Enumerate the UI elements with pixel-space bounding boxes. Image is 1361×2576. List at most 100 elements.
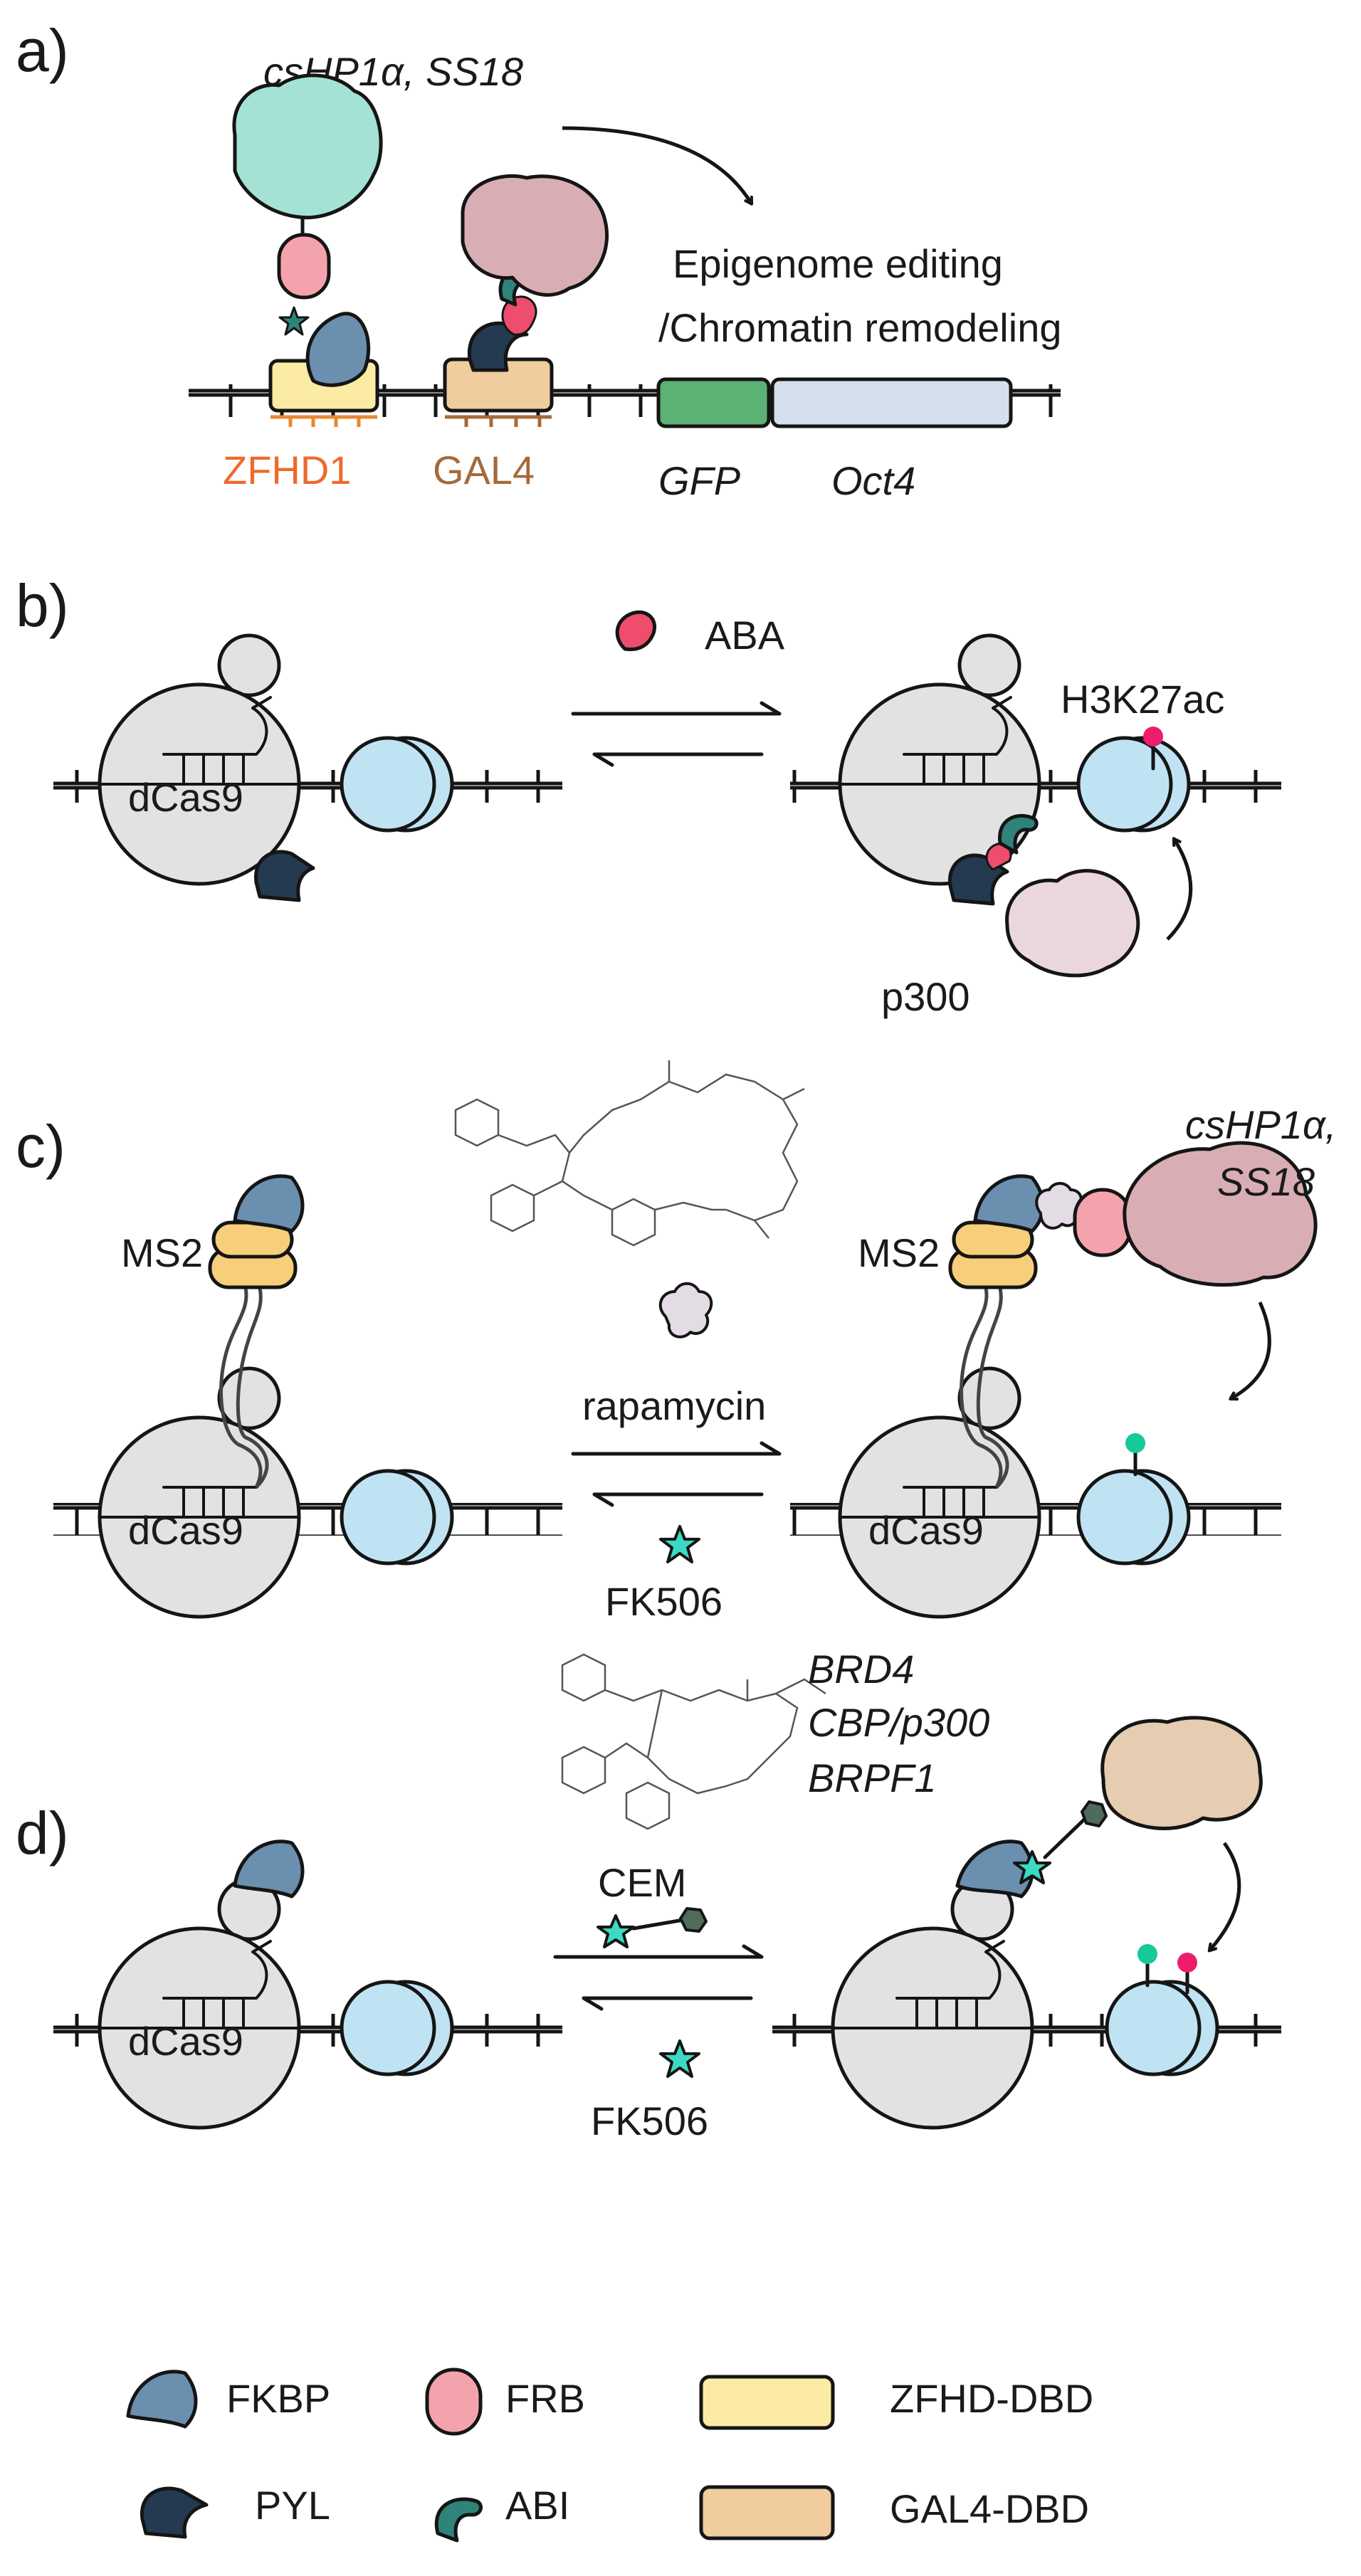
panel-c-left-ms2-label: MS2	[121, 1230, 203, 1275]
legend-abi-icon	[434, 2497, 483, 2543]
panel-c-reverse-arrow	[592, 1492, 764, 1507]
panel-a-outcome-line1: Epigenome editing	[673, 241, 1003, 286]
panel-d-left-dcas9	[98, 1877, 301, 2130]
panel-b: b) dCas9 ABA	[16, 572, 1281, 1019]
rapamycin-label: rapamycin	[582, 1383, 766, 1428]
panel-d-right-nucleosome	[1105, 1980, 1219, 2076]
frb-icon	[277, 233, 331, 300]
panel-c-effectors-line2: SS18	[1217, 1159, 1315, 1204]
panel-d-left-nucleosome	[340, 1980, 454, 2076]
panel-c-label: c)	[16, 1113, 65, 1180]
panel-c-effector-rose	[1123, 1141, 1318, 1287]
cem-ligand-icon	[597, 1907, 708, 1948]
cem-label: CEM	[598, 1860, 686, 1905]
panel-c-methyl-mark-icon	[1125, 1433, 1145, 1477]
panel-a-label: a)	[16, 17, 69, 84]
panel-d-cem-hexagon	[1081, 1800, 1108, 1827]
panel-c-right-fkbp	[973, 1174, 1045, 1233]
oct4-gene-label: Oct4	[831, 458, 915, 503]
legend-zfhd-icon	[699, 2375, 835, 2430]
panel-b-curved-arrow	[1166, 840, 1193, 941]
panel-c-right-dcas9	[838, 1287, 1041, 1619]
ss18-effector-rose	[461, 174, 609, 297]
fkbp-icon	[305, 312, 371, 387]
panel-a: a) csHP1α, SS18 Epigenome editing /Chrom…	[16, 17, 1061, 503]
panel-d-dcas9-label: dCas9	[128, 2019, 243, 2064]
panel-b-left-nucleosome	[340, 736, 454, 833]
panel-c-left-dcas9	[98, 1287, 301, 1619]
panel-c-right-nucleosome	[1076, 1469, 1191, 1566]
panel-d-effector2: CBP/p300	[808, 1700, 989, 1745]
panel-c-curved-arrow	[1231, 1301, 1271, 1398]
h3k27ac-mark-icon	[1143, 727, 1163, 771]
panel-d-fk506-label: FK506	[591, 2099, 708, 2143]
panel-c: c) rapamycin FK506	[16, 1060, 1336, 1830]
panel-d-cem-star	[1013, 1850, 1051, 1884]
legend: FKBP PYL FRB ABI ZFHD-DBD GAL4-DBD	[126, 2368, 1093, 2543]
fk506-star-icon	[278, 306, 310, 336]
zfhd1-label: ZFHD1	[223, 448, 351, 492]
aba-label: ABA	[705, 613, 785, 658]
panel-d-label: d)	[16, 1800, 69, 1867]
panel-d-right-dcas9	[831, 1877, 1034, 2130]
rapamycin-ligand-icon	[658, 1282, 713, 1339]
h3k27ac-label: H3K27ac	[1061, 677, 1224, 722]
panel-c-left-dcas9-label: dCas9	[128, 1508, 243, 1553]
legend-zfhd-label: ZFHD-DBD	[890, 2376, 1093, 2421]
panel-d-acetyl-mark-icon	[1177, 1953, 1197, 1995]
p300-label: p300	[881, 974, 970, 1019]
panel-d-cem-linker	[1043, 1816, 1088, 1859]
panel-b-label: b)	[16, 572, 69, 639]
panel-b-reverse-arrow	[592, 752, 764, 767]
legend-frb-label: FRB	[505, 2376, 585, 2421]
panel-c-forward-arrow	[571, 1441, 782, 1456]
gal4-label: GAL4	[433, 448, 535, 492]
panel-d-forward-arrow	[553, 1944, 764, 1959]
panel-b-aba-bound	[985, 843, 1012, 871]
panel-d-left-fkbp	[233, 1839, 305, 1899]
panel-d: d) dCas9 CEM FK506	[16, 1647, 1281, 2143]
legend-frb-icon	[425, 2368, 483, 2436]
legend-pyl-label: PYL	[255, 2483, 330, 2528]
legend-abi-label: ABI	[505, 2483, 569, 2528]
oct4-gene-box	[770, 377, 1013, 428]
panel-d-effector-tan	[1100, 1716, 1263, 1830]
rapamycin-structure	[454, 1060, 805, 1247]
fk506-structure	[561, 1653, 826, 1830]
panel-d-methyl-mark-icon	[1137, 1944, 1157, 1988]
legend-fkbp-label: FKBP	[226, 2376, 330, 2421]
panel-c-left-nucleosome	[340, 1469, 454, 1566]
aba-icon	[501, 295, 537, 336]
panel-b-forward-arrow	[571, 701, 782, 716]
cshp1a-effector-mint	[232, 73, 383, 220]
panel-b-abi	[998, 813, 1039, 855]
gfp-gene-label: GFP	[658, 458, 740, 503]
p300-effector	[1005, 869, 1140, 978]
legend-gal4-icon	[699, 2485, 835, 2540]
panel-c-fk506-label: FK506	[605, 1579, 722, 1624]
panel-b-left-dcas9	[98, 633, 301, 886]
legend-gal4-label: GAL4-DBD	[890, 2486, 1089, 2531]
panel-b-right-dcas9	[838, 633, 1041, 886]
panel-d-reverse-arrow	[582, 1996, 753, 2011]
aba-ligand-icon	[615, 610, 656, 652]
legend-fkbp-icon	[126, 2370, 198, 2429]
panel-c-left-fkbp	[233, 1174, 305, 1233]
panel-d-effector3: BRPF1	[808, 1756, 937, 1800]
fk506-ligand-icon	[659, 1525, 700, 1563]
panel-b-right-nucleosome	[1076, 736, 1191, 833]
gfp-gene-box	[656, 377, 771, 428]
legend-pyl-icon	[140, 2486, 209, 2539]
gal4-dbd	[443, 357, 554, 427]
panel-c-right-ms2-label: MS2	[858, 1230, 940, 1275]
panel-a-curved-arrow	[562, 126, 751, 203]
panel-d-curved-arrow	[1210, 1842, 1241, 1950]
panel-b-dcas9-label: dCas9	[128, 775, 243, 820]
panel-b-left-pyl	[254, 850, 315, 902]
panel-d-fk506-icon	[659, 2039, 700, 2078]
panel-c-effectors-line1: csHP1α,	[1185, 1102, 1336, 1147]
panel-d-effector1: BRD4	[808, 1647, 914, 1691]
panel-c-right-frb	[1073, 1188, 1133, 1257]
pyl-icon	[467, 321, 529, 372]
